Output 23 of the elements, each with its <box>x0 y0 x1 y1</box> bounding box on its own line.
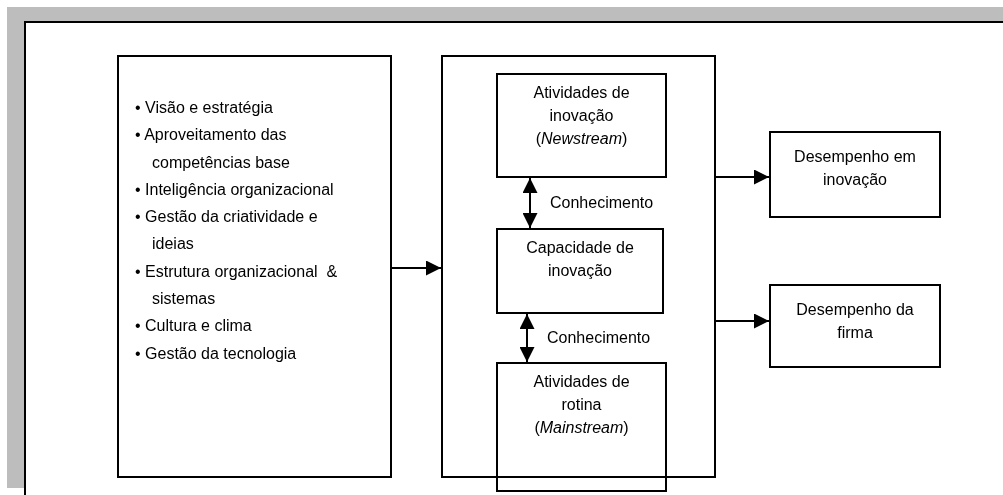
process-box <box>769 284 941 368</box>
box-label: Atividades de inovação (Newstream) <box>532 83 631 149</box>
process-box <box>496 362 667 492</box>
list-item: • Estrutura organizacional & sistemas <box>135 261 339 310</box>
factor-list-box <box>117 55 392 478</box>
box-label: Capacidade de inovação <box>525 238 635 281</box>
arrow <box>715 313 770 329</box>
list-item: • Visão e estratégia <box>135 98 274 118</box>
list-item: • Inteligência organizacional <box>135 179 335 200</box>
list-item: • Cultura e clima <box>135 316 253 337</box>
process-box <box>496 73 667 178</box>
process-box <box>769 131 941 218</box>
list-item: • Gestão da tecnologia <box>135 343 298 364</box>
list-item: • Aproveitamento das competências base <box>135 125 291 173</box>
arrow <box>391 260 442 276</box>
box-label: Atividades de rotina (Mainstream) <box>532 372 631 438</box>
list-item: • Gestão da criatividade e ideias <box>135 207 319 255</box>
box-label: Desempenho da firma <box>795 300 915 343</box>
arrow <box>522 177 538 229</box>
box-label: Desempenho em inovação <box>793 147 917 190</box>
arrow <box>715 169 770 185</box>
arrow <box>519 313 535 363</box>
process-box <box>496 228 664 314</box>
